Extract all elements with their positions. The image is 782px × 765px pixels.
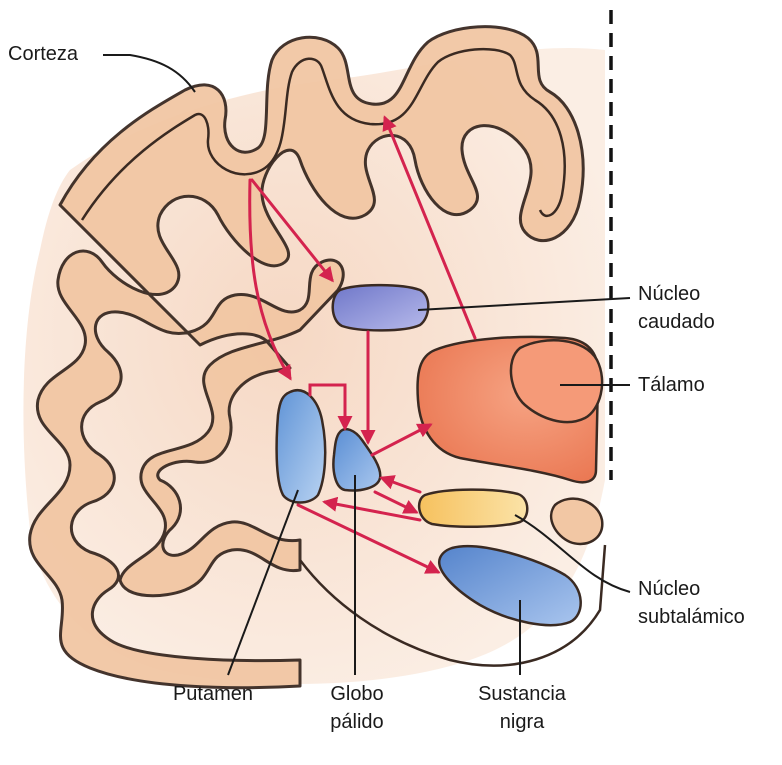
label-caudate-line2: caudado: [638, 308, 715, 336]
label-caudate-line1: Núcleo: [638, 280, 700, 308]
label-substantia-line1: Sustancia: [462, 680, 582, 708]
subthalamic-nucleus: [419, 490, 527, 527]
label-cortex: Corteza: [8, 40, 78, 68]
label-thalamus: Tálamo: [638, 371, 705, 399]
label-subthalamic-line2: subtalámico: [638, 603, 745, 631]
label-subthalamic-line1: Núcleo: [638, 575, 700, 603]
leader-cortex: [103, 55, 195, 92]
caudate-nucleus: [333, 285, 429, 330]
label-substantia-line2: nigra: [462, 708, 582, 736]
label-globus-line2: pálido: [312, 708, 402, 736]
label-putamen: Putamen: [158, 680, 268, 708]
putamen: [277, 390, 326, 502]
label-globus-line1: Globo: [312, 680, 402, 708]
